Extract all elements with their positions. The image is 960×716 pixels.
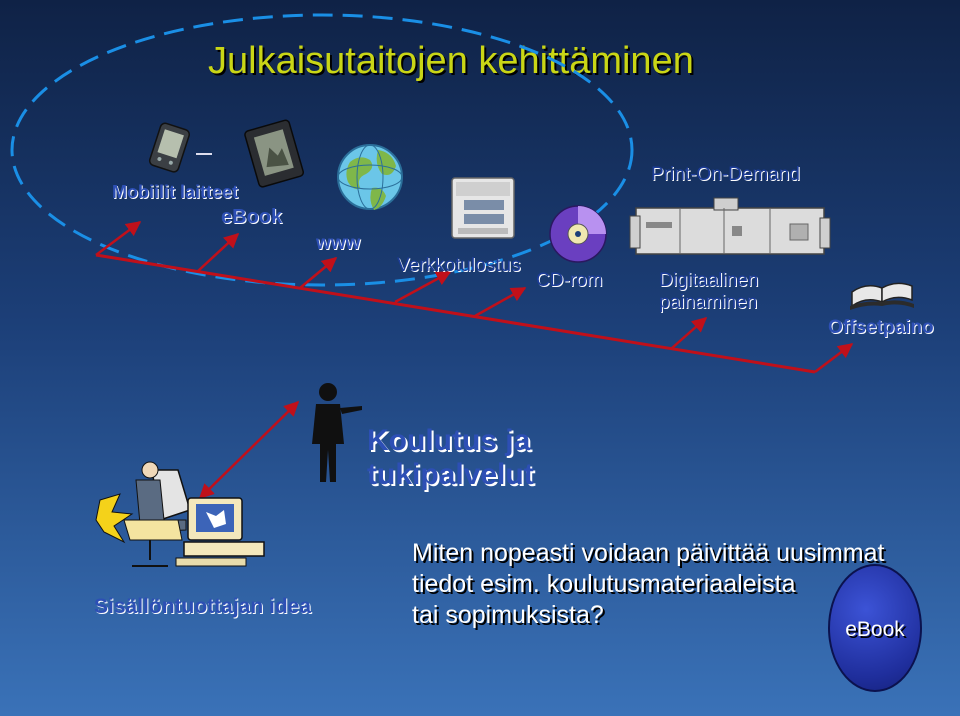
label-www: www (316, 233, 361, 254)
arrow-digital (671, 317, 708, 349)
label-content-idea: Sisällöntuottajan idea (94, 595, 312, 618)
label-mobile: Mobiilit laitteet (112, 182, 238, 202)
page-title: Julkaisutaitojen kehittäminen (208, 40, 694, 82)
presenter-icon (312, 383, 362, 482)
label-offset: Offsetpaino (828, 317, 934, 338)
cd-icon (549, 205, 607, 263)
print-machine-icon (629, 197, 831, 255)
question-text: Miten nopeasti voidaan päivittää uusimma… (412, 539, 885, 629)
channel-axis-line (95, 253, 816, 374)
mobile-group-ellipse (10, 13, 634, 287)
label-print-on-demand: Print-On-Demand (651, 164, 800, 185)
palm-device-icon (148, 122, 190, 173)
label-network-print: Verkkotulostus (397, 255, 521, 276)
label-cdrom: CD-rom (536, 270, 603, 291)
ebook-reader-icon (244, 119, 305, 188)
ebook-badge: eBook (828, 564, 922, 692)
arrow-ebook (197, 232, 240, 272)
ebook-badge-label: eBook (845, 618, 905, 641)
arrow-mobile (95, 221, 142, 256)
arrow-cdrom (474, 286, 527, 318)
office-worker-icon (95, 461, 265, 567)
arrow-offset (814, 343, 854, 373)
arrow-www (299, 257, 338, 289)
label-training: Koulutus ja tukipalvelut (367, 424, 534, 491)
arrow-network-print (394, 270, 452, 304)
label-ebook: eBook (221, 206, 283, 228)
label-digital-printing: Digitaalinen painaminen (659, 270, 759, 313)
globe-icon (337, 144, 403, 210)
open-book-icon (850, 282, 914, 310)
arrow-training-idea (198, 400, 300, 500)
printer-icon (451, 177, 515, 239)
